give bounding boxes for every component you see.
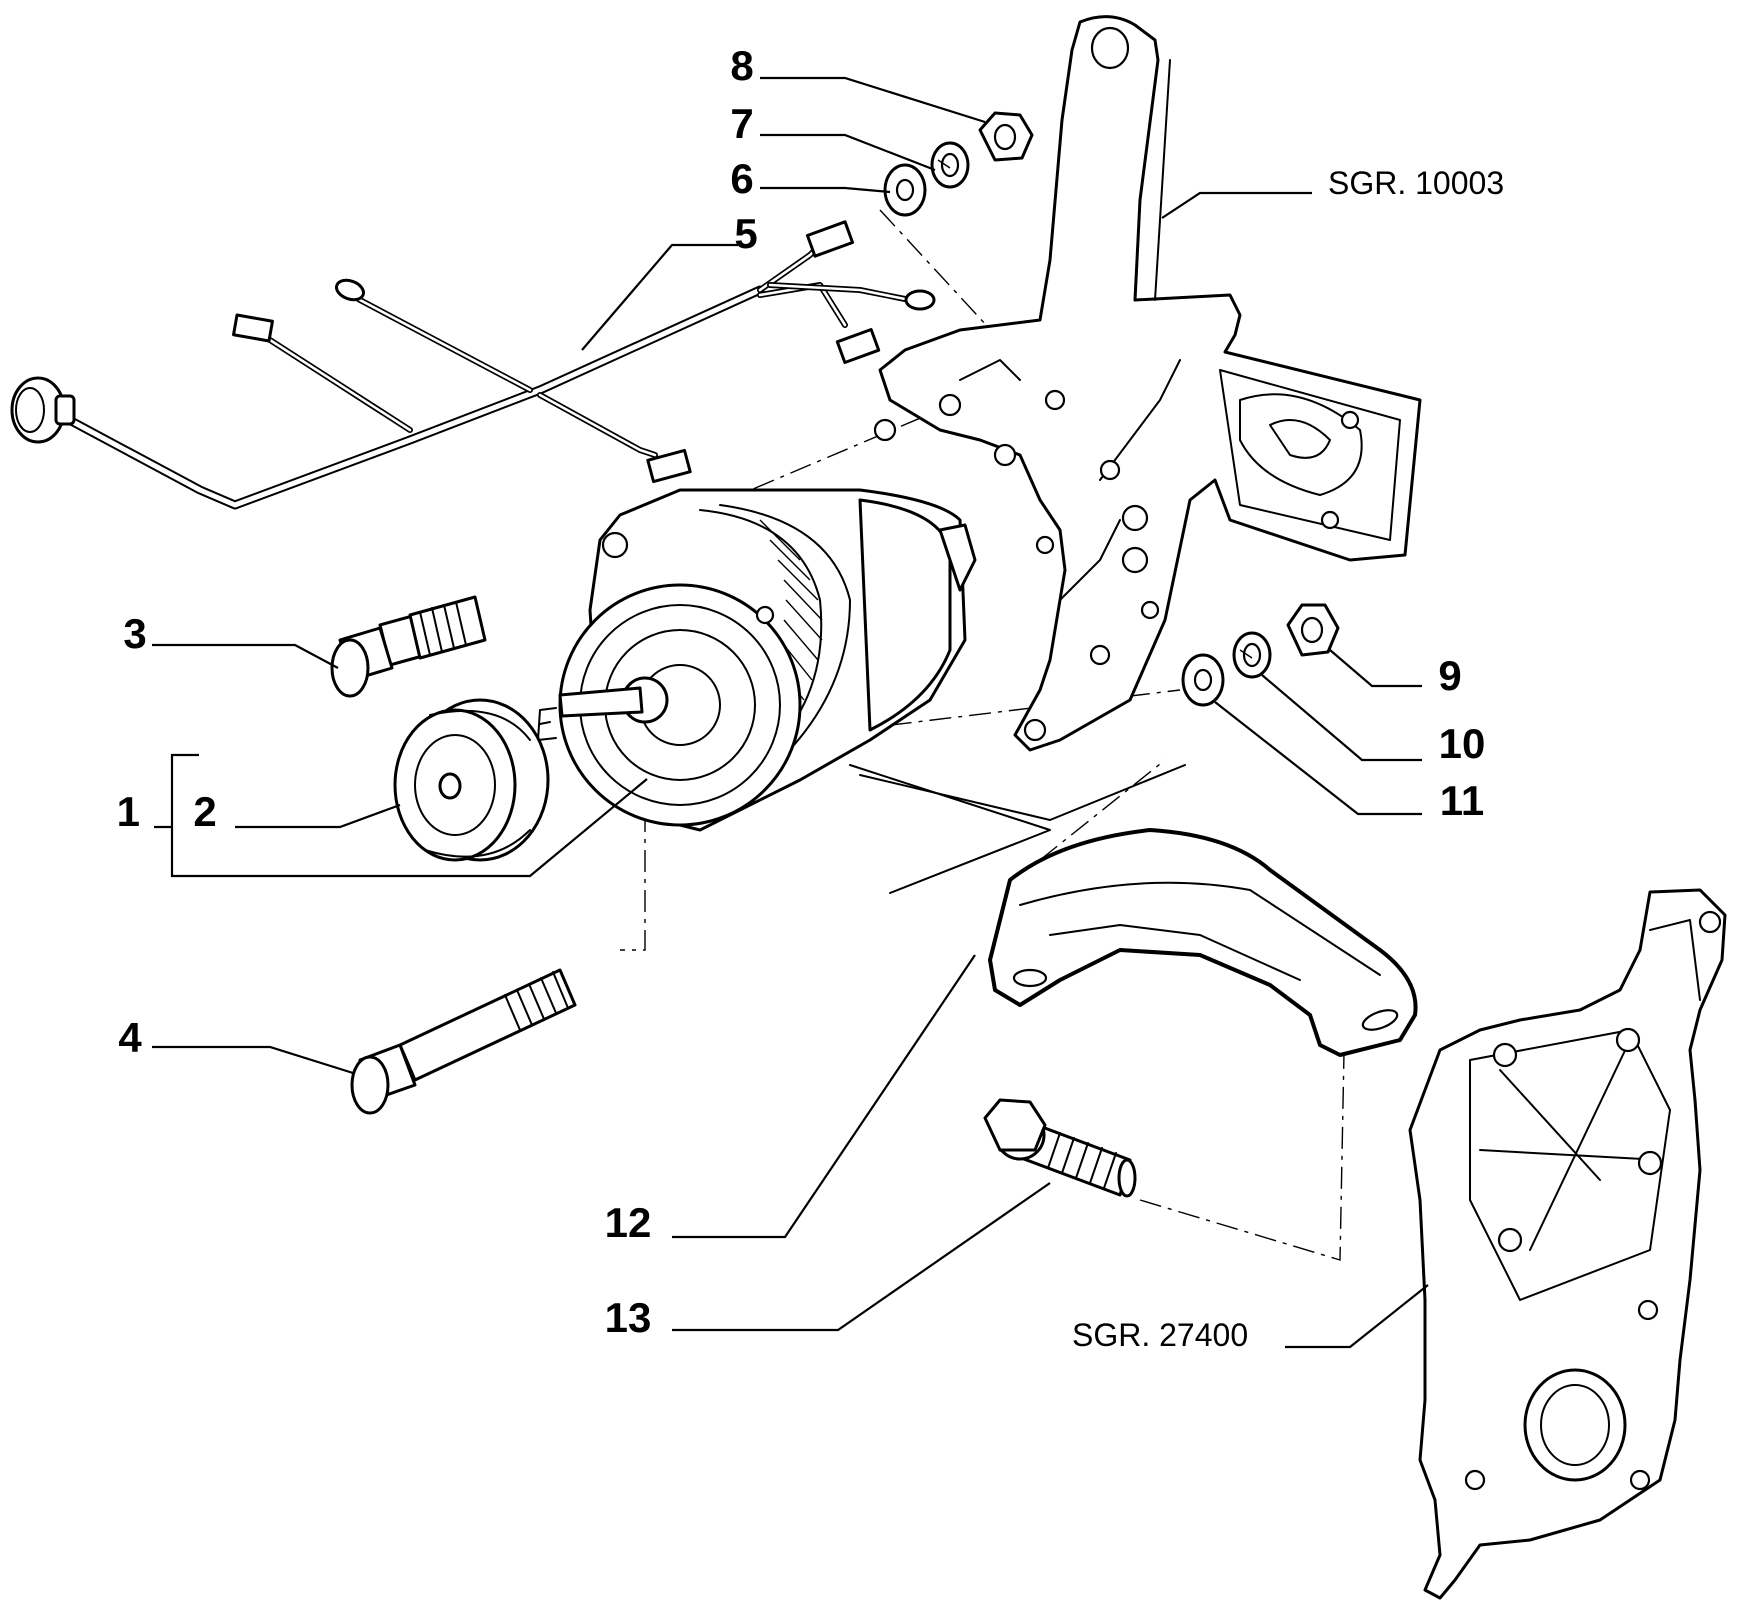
callout-labels: 1 2 3 4 5 6 7 8 9 10 11 12 13 xyxy=(117,42,1486,1341)
leader-5 xyxy=(581,243,738,351)
harness-plug xyxy=(805,220,855,258)
ref-label-upper: SGR. 10003 xyxy=(1328,165,1504,201)
leader-lines xyxy=(152,76,1429,1349)
callout-3: 3 xyxy=(123,610,146,657)
callout-10: 10 xyxy=(1439,720,1486,767)
callout-2: 2 xyxy=(193,788,216,835)
ref-label-lower: SGR. 27400 xyxy=(1072,1317,1248,1353)
harness-ring-terminal xyxy=(904,289,936,311)
support-bracket-part-12 xyxy=(988,828,1418,1057)
callout-1: 1 xyxy=(117,788,140,835)
wiring-harness-part-5 xyxy=(10,220,936,510)
spring-washer-part-10 xyxy=(1232,631,1272,679)
callout-11: 11 xyxy=(1440,777,1484,824)
leader-3 xyxy=(152,643,339,669)
nut-part-9 xyxy=(1286,603,1340,657)
leader-lower-ref xyxy=(1285,1284,1429,1349)
bolt-part-3 xyxy=(330,595,487,698)
leader-7 xyxy=(760,133,936,172)
leader-9 xyxy=(1329,649,1422,688)
pulley-part-2 xyxy=(393,698,550,862)
leader-2 xyxy=(235,803,401,829)
callout-8: 8 xyxy=(730,42,753,89)
leader-4 xyxy=(152,1045,354,1075)
spring-washer-part-7 xyxy=(930,141,970,189)
washer-part-6 xyxy=(883,163,927,217)
harness-connector-main xyxy=(10,376,76,444)
support-plate-sgr-27400 xyxy=(1408,888,1727,1600)
leader-upper-ref xyxy=(1161,191,1312,219)
harness-ring-terminal xyxy=(334,278,366,302)
callout-4: 4 xyxy=(118,1014,142,1061)
callout-12: 12 xyxy=(605,1199,652,1246)
leader-11 xyxy=(1214,701,1422,816)
callout-7: 7 xyxy=(730,100,753,147)
leader-6 xyxy=(760,186,891,194)
alternator-part-1 xyxy=(537,488,977,832)
reference-labels: SGR. 10003 SGR. 27400 xyxy=(1072,165,1504,1353)
flange-bolt-part-13 xyxy=(983,1098,1137,1198)
leader-12 xyxy=(672,954,976,1239)
leader-1-bracket xyxy=(170,753,648,878)
leader-10 xyxy=(1261,674,1422,762)
bolt-part-4 xyxy=(350,968,577,1115)
mounting-bracket-sgr-10003 xyxy=(873,15,1422,752)
leader-13 xyxy=(672,1182,1051,1332)
callout-9: 9 xyxy=(1438,652,1461,699)
harness-plug xyxy=(232,313,274,343)
callout-13: 13 xyxy=(605,1294,652,1341)
harness-plug xyxy=(646,448,692,484)
callout-6: 6 xyxy=(730,155,753,202)
nut-part-8 xyxy=(978,111,1034,162)
callout-5: 5 xyxy=(734,210,757,257)
leader-8 xyxy=(760,76,986,124)
washer-part-11 xyxy=(1181,653,1225,707)
harness-plug xyxy=(835,328,881,364)
construction-lines xyxy=(849,764,1186,894)
